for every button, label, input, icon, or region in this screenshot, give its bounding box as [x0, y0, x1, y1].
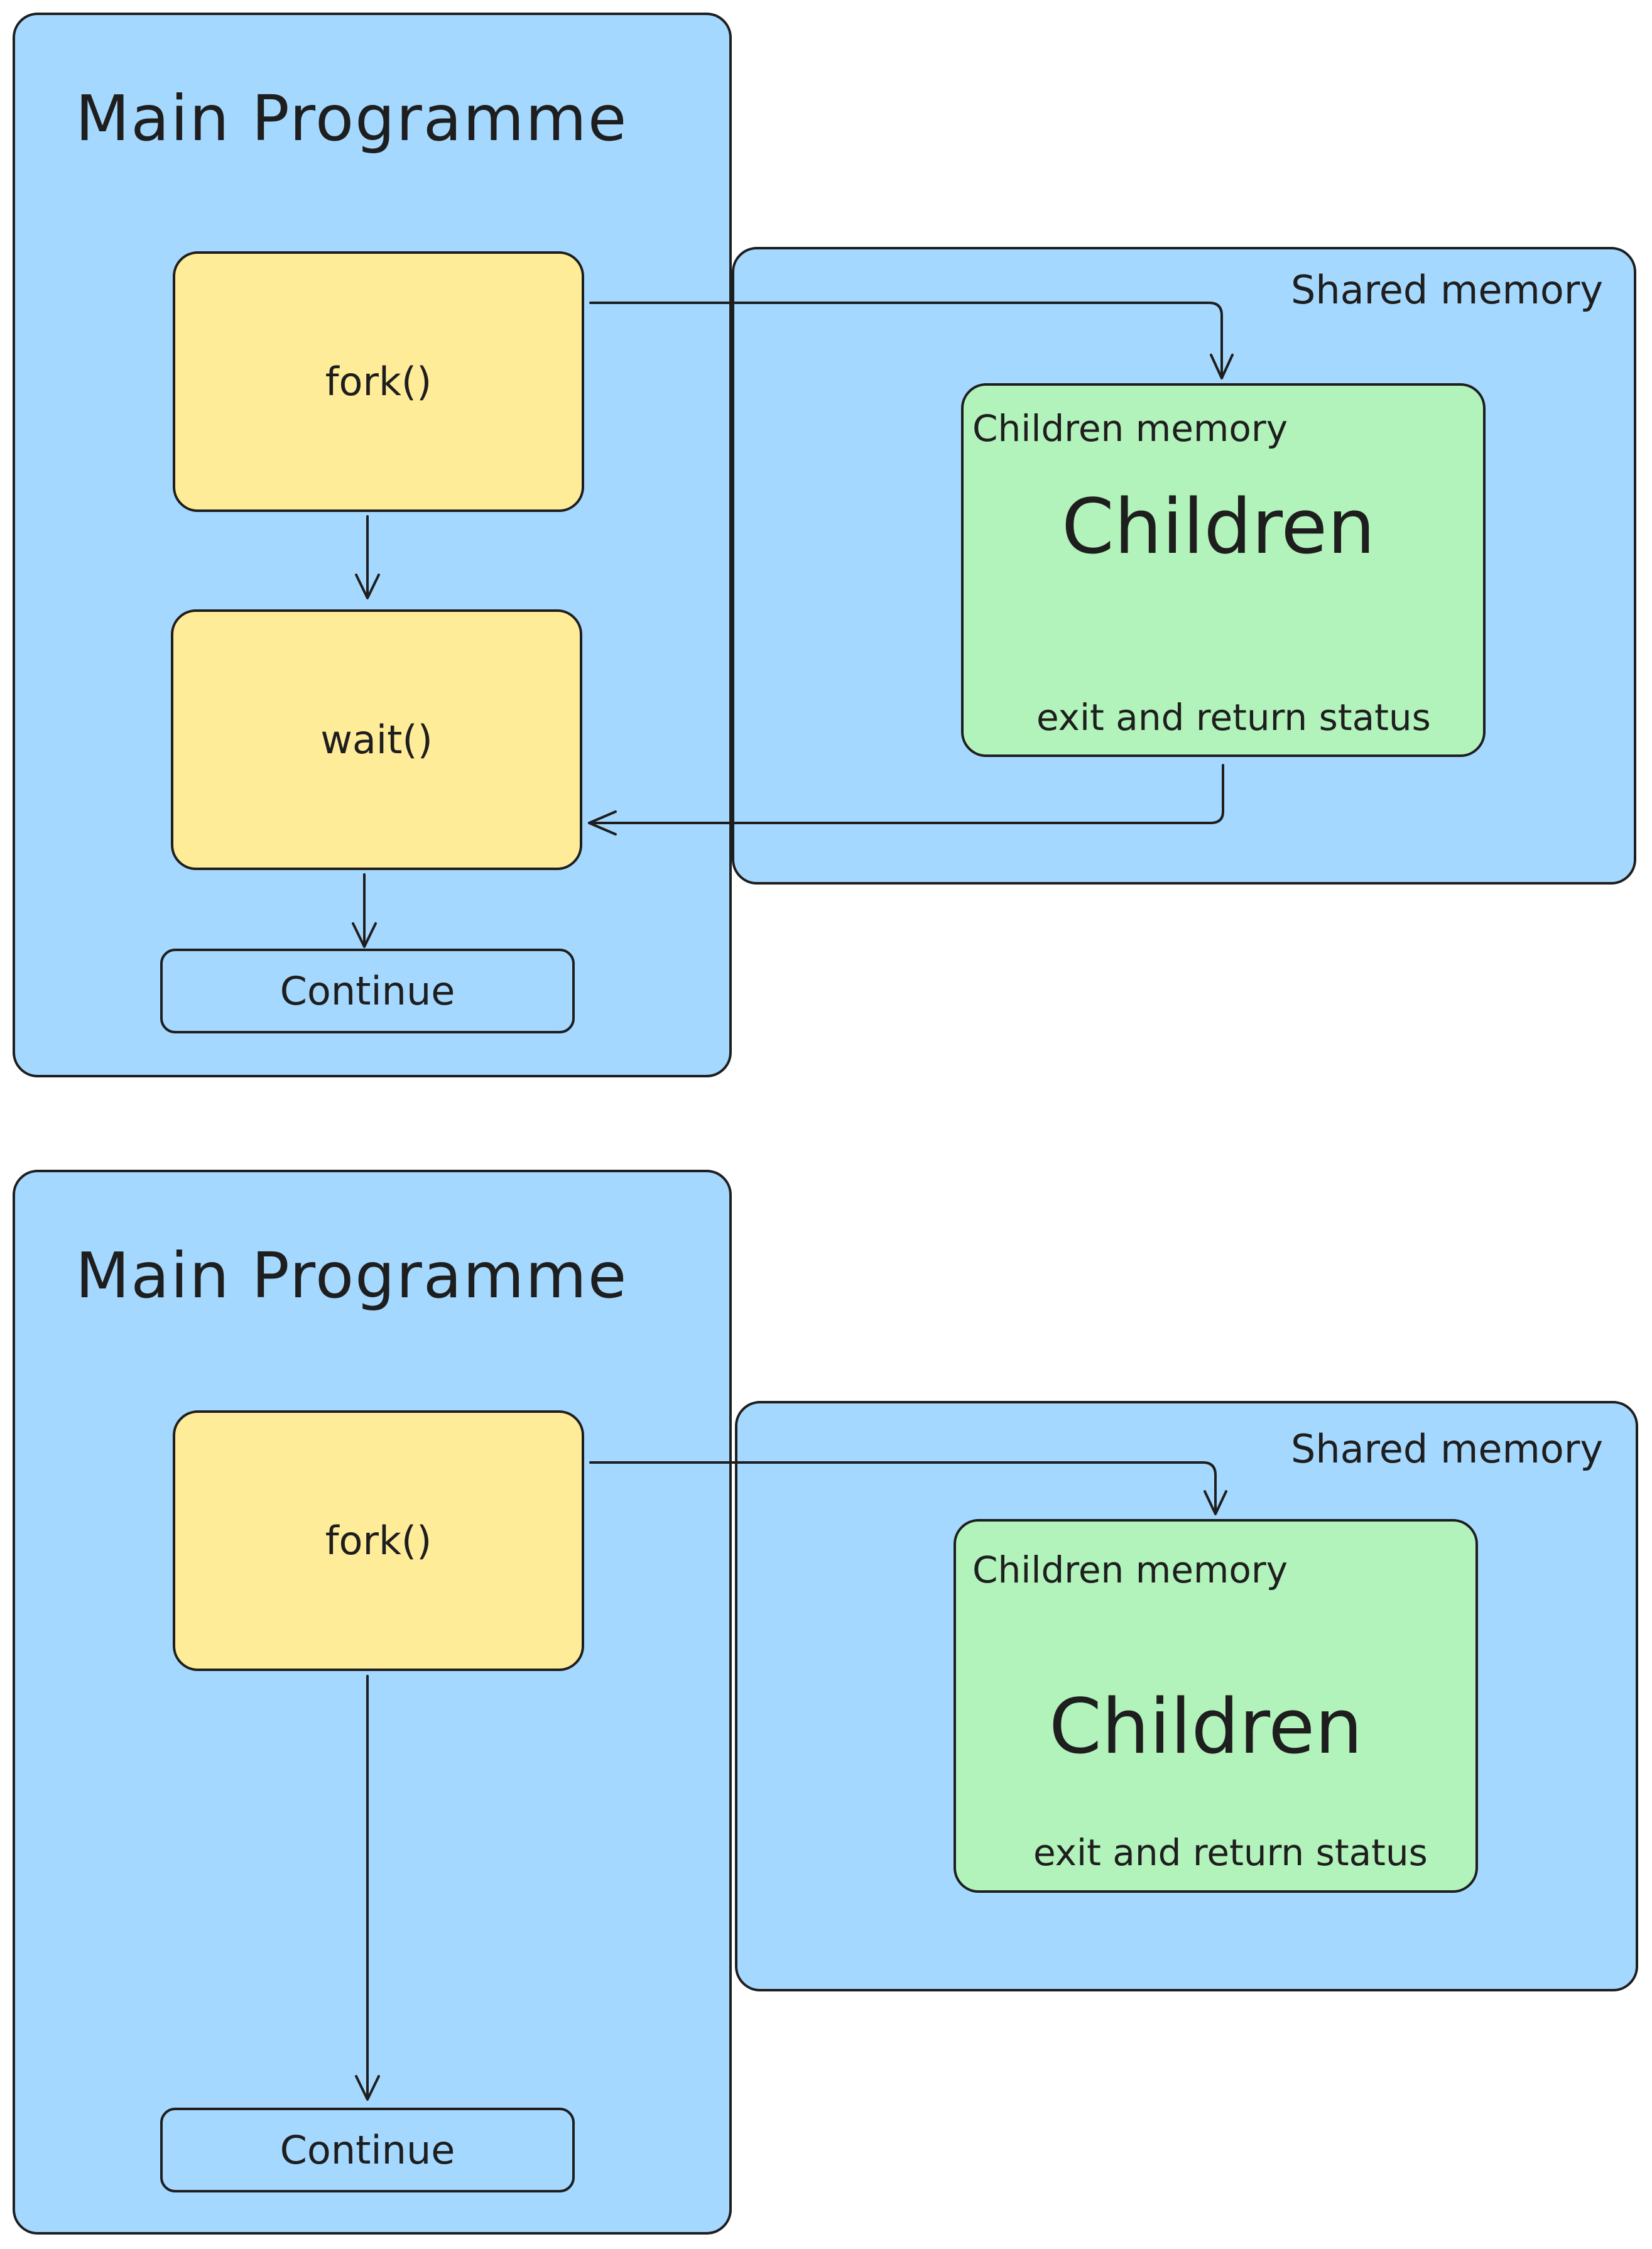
continue-label-1: Continue — [280, 968, 455, 1014]
exit-label-2: exit and return status — [1033, 1831, 1428, 1874]
children-label-2: Children — [1049, 1684, 1363, 1771]
exit-label-1: exit and return status — [1036, 696, 1431, 739]
continue-box-1: Continue — [160, 949, 575, 1033]
children-box-1 — [961, 383, 1486, 757]
shared-memory-label-2: Shared memory — [1291, 1426, 1604, 1472]
wait-box-1: wait() — [171, 609, 582, 870]
children-memory-label-2: Children memory — [972, 1549, 1288, 1591]
continue-box-2: Continue — [160, 2108, 575, 2192]
fork-label-1: fork() — [325, 359, 432, 405]
main-programme-title-2: Main Programme — [75, 1239, 628, 1312]
fork-label-2: fork() — [325, 1518, 432, 1564]
fork-box-1: fork() — [173, 251, 584, 512]
main-programme-panel-1 — [13, 13, 732, 1077]
children-label-1: Children — [1062, 484, 1376, 571]
children-memory-label-1: Children memory — [972, 407, 1288, 450]
main-programme-title-1: Main Programme — [75, 82, 628, 155]
fork-box-2: fork() — [173, 1410, 584, 1671]
continue-label-2: Continue — [280, 2127, 455, 2173]
wait-label-1: wait() — [320, 717, 433, 763]
children-box-2 — [954, 1519, 1478, 1893]
main-programme-panel-2 — [13, 1170, 732, 2235]
shared-memory-label-1: Shared memory — [1291, 267, 1604, 313]
